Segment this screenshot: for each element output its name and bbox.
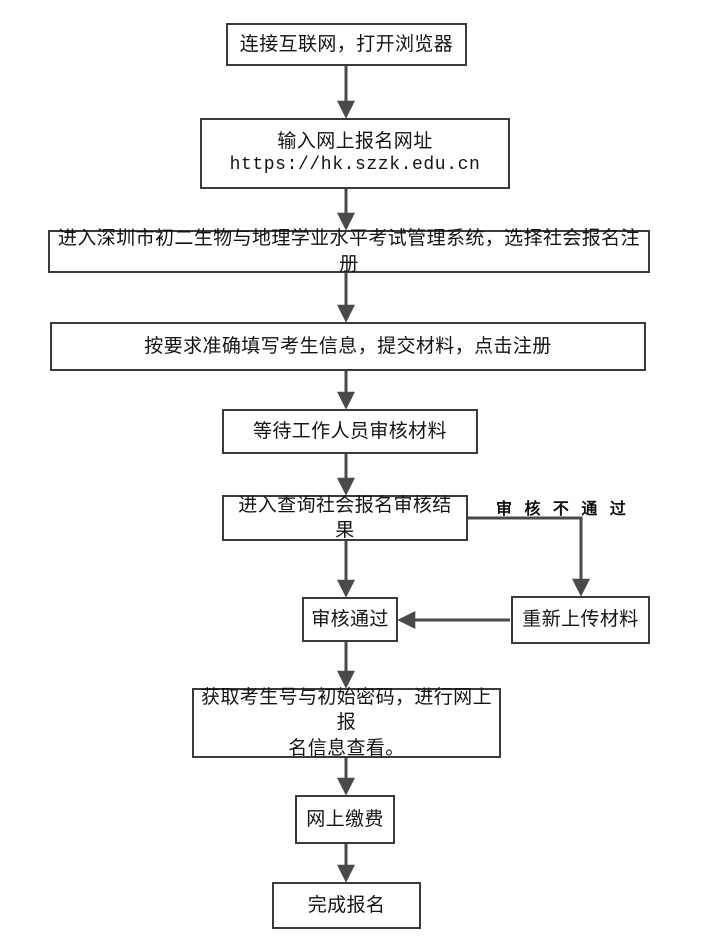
node-fill-form-label: 按要求准确填写考生信息，提交材料，点击注册 <box>144 335 552 357</box>
node-get-candidate-id[interactable]: 获取考生号与初始密码，进行网上报 名信息查看。 <box>192 685 501 760</box>
node-connect-internet-label: 连接互联网，打开浏览器 <box>239 33 454 55</box>
node-enter-system-label: 进入深圳市初二生物与地理学业水平考试管理系统，选择社会报名注册 <box>57 228 640 275</box>
node-registration-complete[interactable]: 完成报名 <box>272 882 421 929</box>
node-enter-url[interactable]: 输入网上报名网址 https://hk.szzk.edu.cn <box>200 118 510 189</box>
node-online-payment-label: 网上缴费 <box>306 808 384 830</box>
node-review-passed-label: 审核通过 <box>311 608 389 630</box>
node-get-candidate-id-text: 获取考生号与初始密码，进行网上报 名信息查看。 <box>194 685 499 760</box>
edge-label-review-rejected: 审 核 不 通 过 <box>496 501 630 518</box>
node-connect-internet[interactable]: 连接互联网，打开浏览器 <box>226 23 467 66</box>
node-registration-complete-label: 完成报名 <box>307 894 386 916</box>
node-enter-url-text: 输入网上报名网址 https://hk.szzk.edu.cn <box>202 129 508 178</box>
node-query-result-label: 进入查询社会报名审核结果 <box>238 494 452 541</box>
node-reupload-materials-label: 重新上传材料 <box>522 609 639 631</box>
node-enter-system[interactable]: 进入深圳市初二生物与地理学业水平考试管理系统，选择社会报名注册 <box>48 228 650 275</box>
node-get-candidate-id-line1: 获取考生号与初始密码，进行网上报 <box>200 687 492 734</box>
node-reupload-materials[interactable]: 重新上传材料 <box>511 596 650 644</box>
node-fill-form[interactable]: 按要求准确填写考生信息，提交材料，点击注册 <box>50 322 646 371</box>
node-review-passed[interactable]: 审核通过 <box>302 597 398 642</box>
node-enter-url-line1: 输入网上报名网址 <box>277 131 433 153</box>
node-get-candidate-id-line2: 名信息查看。 <box>288 737 405 759</box>
node-enter-url-address: https://hk.szzk.edu.cn <box>229 155 481 176</box>
node-wait-review-label: 等待工作人员审核材料 <box>252 420 447 442</box>
node-online-payment[interactable]: 网上缴费 <box>295 795 395 844</box>
connector-query-to-reupload <box>468 516 590 597</box>
node-wait-review[interactable]: 等待工作人员审核材料 <box>222 409 478 454</box>
node-query-result[interactable]: 进入查询社会报名审核结果 <box>222 495 468 541</box>
